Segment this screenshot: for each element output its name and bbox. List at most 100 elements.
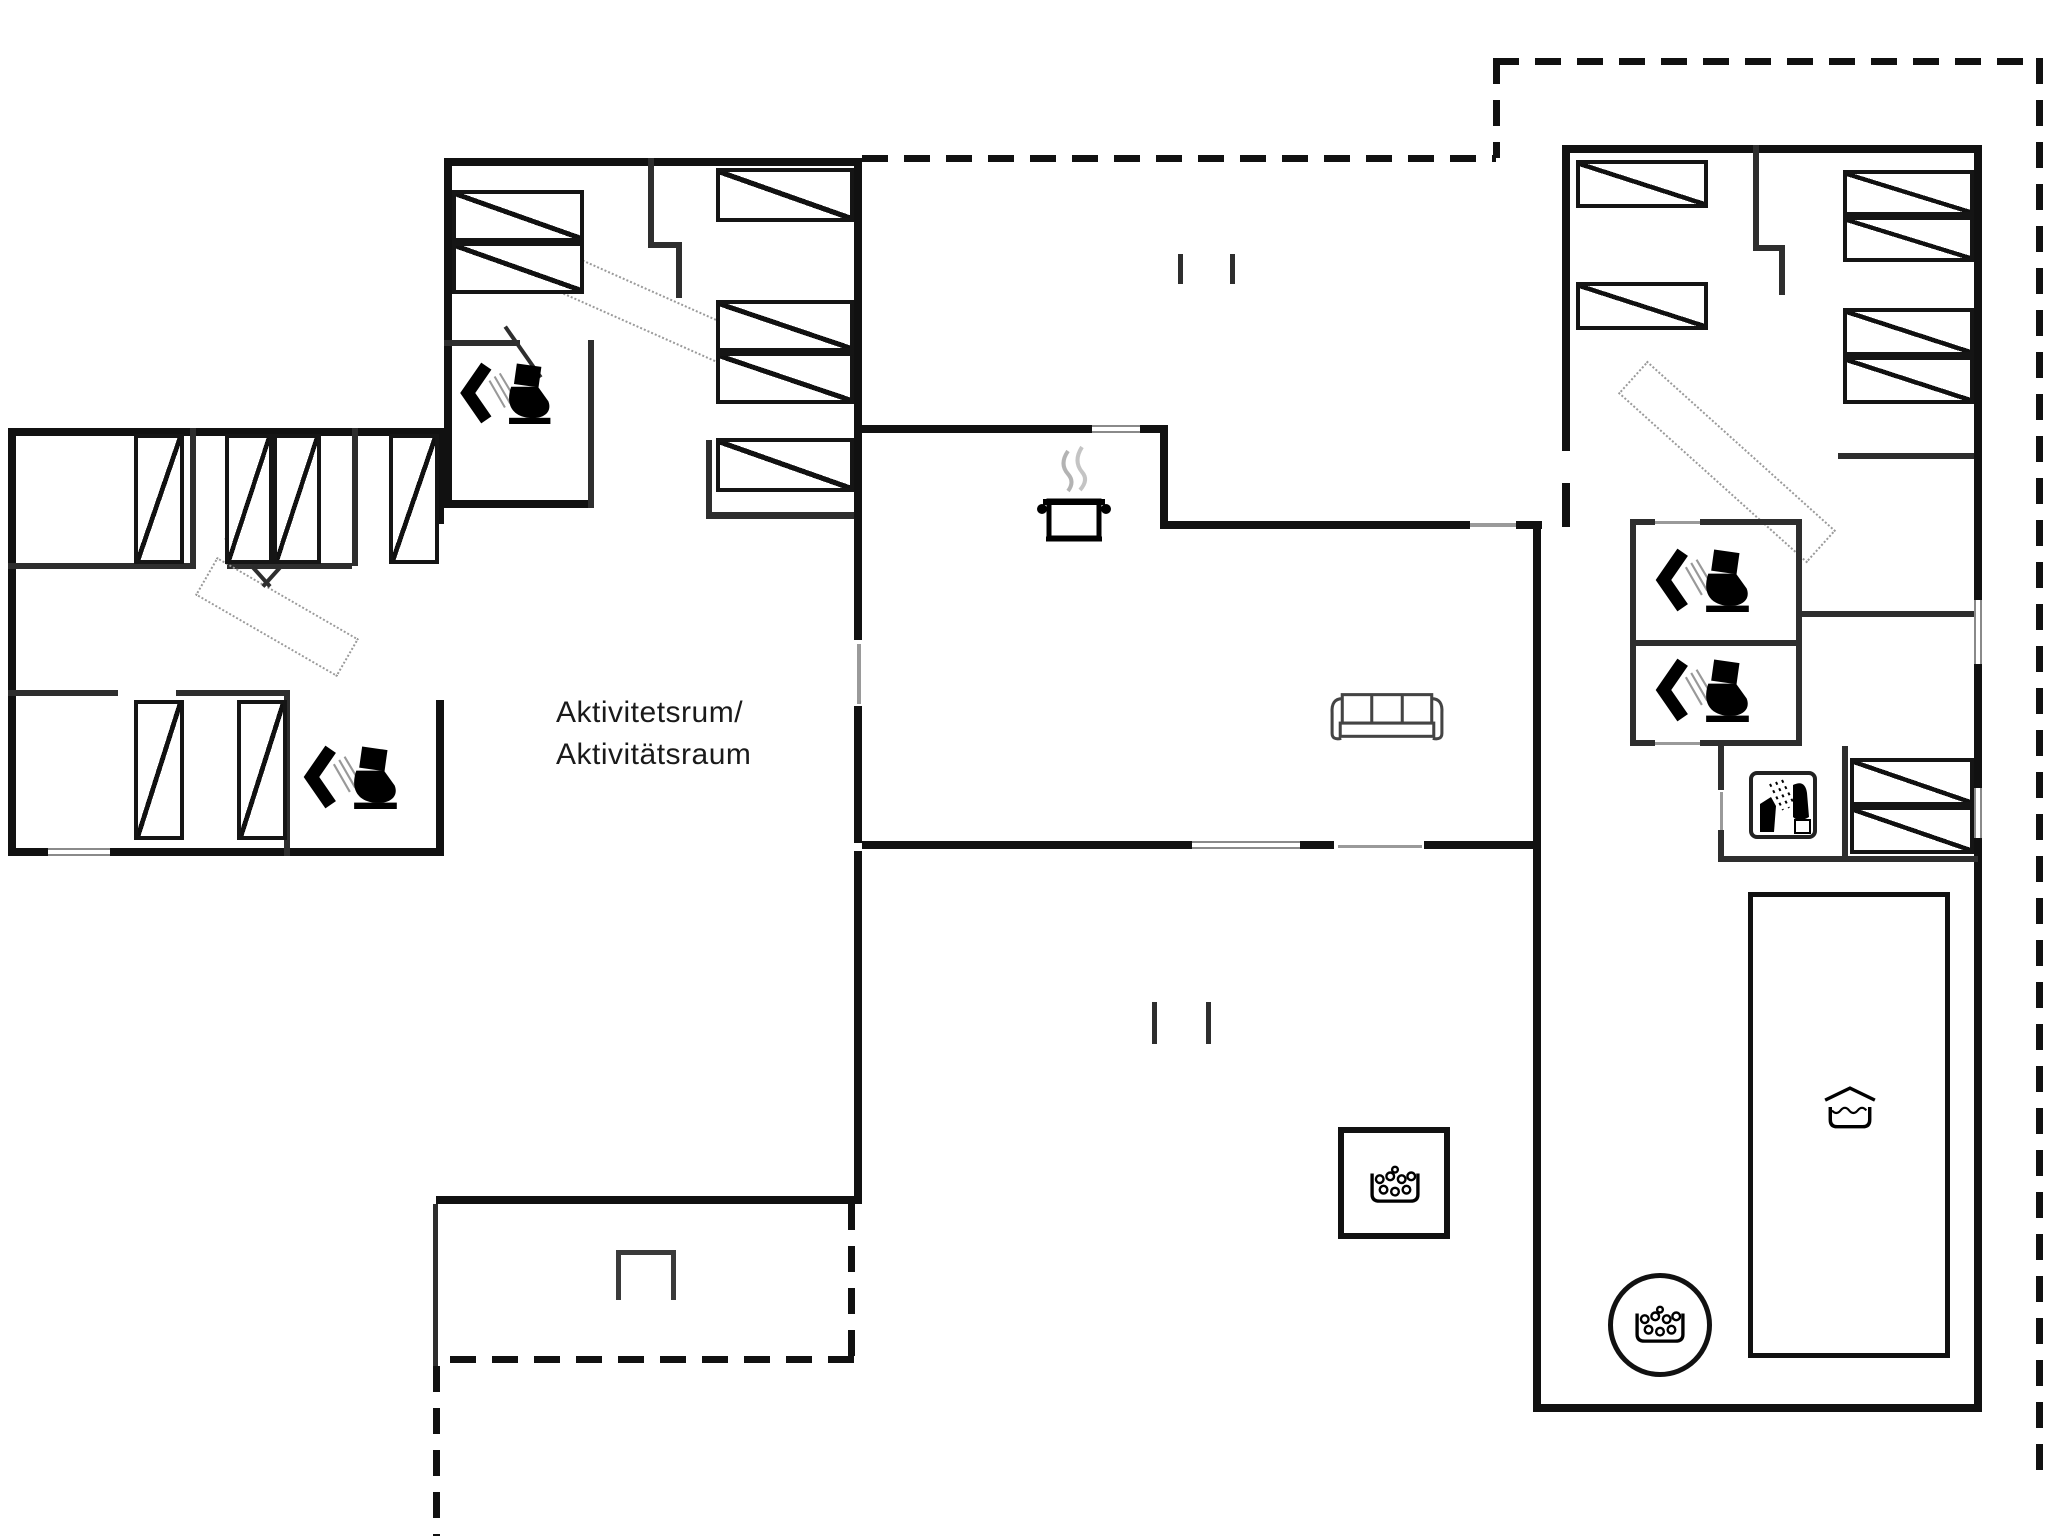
- bed-symbol: [134, 700, 184, 840]
- window-symbol: [1974, 600, 1982, 664]
- interior-wall: [1842, 746, 1848, 862]
- bed-symbol: [225, 434, 273, 564]
- activity-room-label: Aktivitetsrum/ Aktivitätsraum: [556, 692, 751, 776]
- bed-symbol: [716, 168, 854, 222]
- interior-wall: [1753, 245, 1783, 251]
- toilet-sink-icon: [1650, 548, 1758, 612]
- interior-wall: [1838, 453, 1974, 459]
- bed-symbol: [716, 300, 854, 352]
- toilet-sink-icon: [298, 745, 406, 809]
- interior-wall: [648, 242, 682, 248]
- wall: [1140, 425, 1168, 433]
- interior-wall: [176, 690, 290, 696]
- window-symbol: [1974, 788, 1982, 838]
- wall: [1300, 841, 1334, 849]
- bed-symbol: [1843, 356, 1974, 404]
- door-line: [857, 644, 861, 704]
- wall: [8, 428, 444, 436]
- bed-symbol: [716, 438, 854, 492]
- wall: [1562, 483, 1570, 527]
- interior-wall: [648, 158, 654, 248]
- wall: [862, 841, 1192, 849]
- shower-icon: [1748, 770, 1818, 840]
- wall: [436, 700, 444, 856]
- door-swing-mark: [559, 256, 735, 364]
- interior-wall: [1630, 519, 1636, 746]
- interior-wall: [706, 440, 712, 518]
- vent-mark: [1230, 254, 1235, 284]
- activity-room-label-line1: Aktivitetsrum/: [556, 696, 744, 729]
- interior-wall: [227, 563, 352, 569]
- whirlpool-round-icon: [1608, 1273, 1712, 1377]
- door-swing-mark: [1617, 360, 1837, 564]
- wall: [444, 158, 452, 508]
- bed-symbol: [1850, 758, 1974, 806]
- bed-symbol: [1576, 282, 1708, 330]
- wall: [1533, 1404, 1982, 1412]
- interior-wall: [1630, 740, 1655, 746]
- wall: [1160, 425, 1168, 529]
- terrace-dashed-outline: [1493, 58, 2042, 65]
- interior-wall: [1802, 611, 1974, 617]
- vent-mark: [1152, 1002, 1157, 1044]
- cooking-pot-icon: [1032, 445, 1116, 545]
- covered-pool-icon: [1820, 1078, 1880, 1136]
- interior-wall: [1630, 519, 1655, 525]
- bed-symbol: [389, 434, 439, 564]
- bed-symbol: [134, 434, 184, 564]
- door-line: [1655, 521, 1700, 524]
- interior-wall: [1718, 856, 1978, 862]
- wall: [436, 428, 444, 524]
- bed-symbol: [1843, 170, 1974, 216]
- wall: [862, 425, 1092, 433]
- interior-wall: [1779, 245, 1785, 295]
- wall: [1533, 521, 1541, 1412]
- wall: [1974, 145, 1982, 600]
- interior-wall: [676, 242, 682, 298]
- bed-symbol: [1843, 308, 1974, 356]
- terrace-edge: [433, 1204, 438, 1366]
- terrace-dashed-outline: [433, 1366, 440, 1536]
- bed-symbol: [1576, 160, 1708, 208]
- vent-mark: [1206, 1002, 1211, 1044]
- whirlpool-bubbles-icon: [1366, 1162, 1424, 1204]
- window-symbol: [48, 848, 110, 856]
- wall: [854, 851, 862, 1204]
- wall: [1424, 841, 1533, 849]
- door-line: [1470, 523, 1516, 527]
- wall: [854, 158, 862, 432]
- whirlpool-bubbles-icon: [1631, 1302, 1689, 1344]
- door-line: [1338, 845, 1422, 848]
- sofa-icon: [1326, 686, 1448, 748]
- interior-wall: [1753, 145, 1759, 251]
- interior-wall: [588, 340, 594, 508]
- interior-wall: [1630, 640, 1802, 646]
- vent-mark: [1178, 254, 1183, 284]
- wall: [1562, 145, 1570, 451]
- interior-wall: [284, 690, 290, 856]
- interior-wall: [444, 340, 520, 346]
- wall: [436, 1196, 862, 1204]
- toilet-sink-icon: [1650, 658, 1758, 722]
- terrace-dashed-outline: [450, 1356, 856, 1363]
- interior-wall: [8, 690, 118, 696]
- interior-wall: [1700, 740, 1802, 746]
- whirlpool-square-icon: [1338, 1127, 1450, 1239]
- interior-wall: [190, 428, 196, 566]
- wall: [854, 432, 862, 640]
- bed-symbol: [237, 700, 287, 840]
- interior-wall: [8, 563, 196, 569]
- interior-wall: [706, 512, 862, 519]
- wall: [110, 848, 444, 856]
- wall: [1160, 521, 1470, 529]
- wall: [1562, 145, 1982, 153]
- wall: [1974, 838, 1982, 1412]
- bed-symbol: [452, 190, 584, 242]
- door-swing-mark: [194, 556, 360, 678]
- grill-icon: [616, 1250, 676, 1300]
- bed-symbol: [273, 434, 321, 564]
- interior-wall: [1796, 519, 1802, 746]
- wall: [1516, 521, 1542, 529]
- wall: [854, 706, 862, 843]
